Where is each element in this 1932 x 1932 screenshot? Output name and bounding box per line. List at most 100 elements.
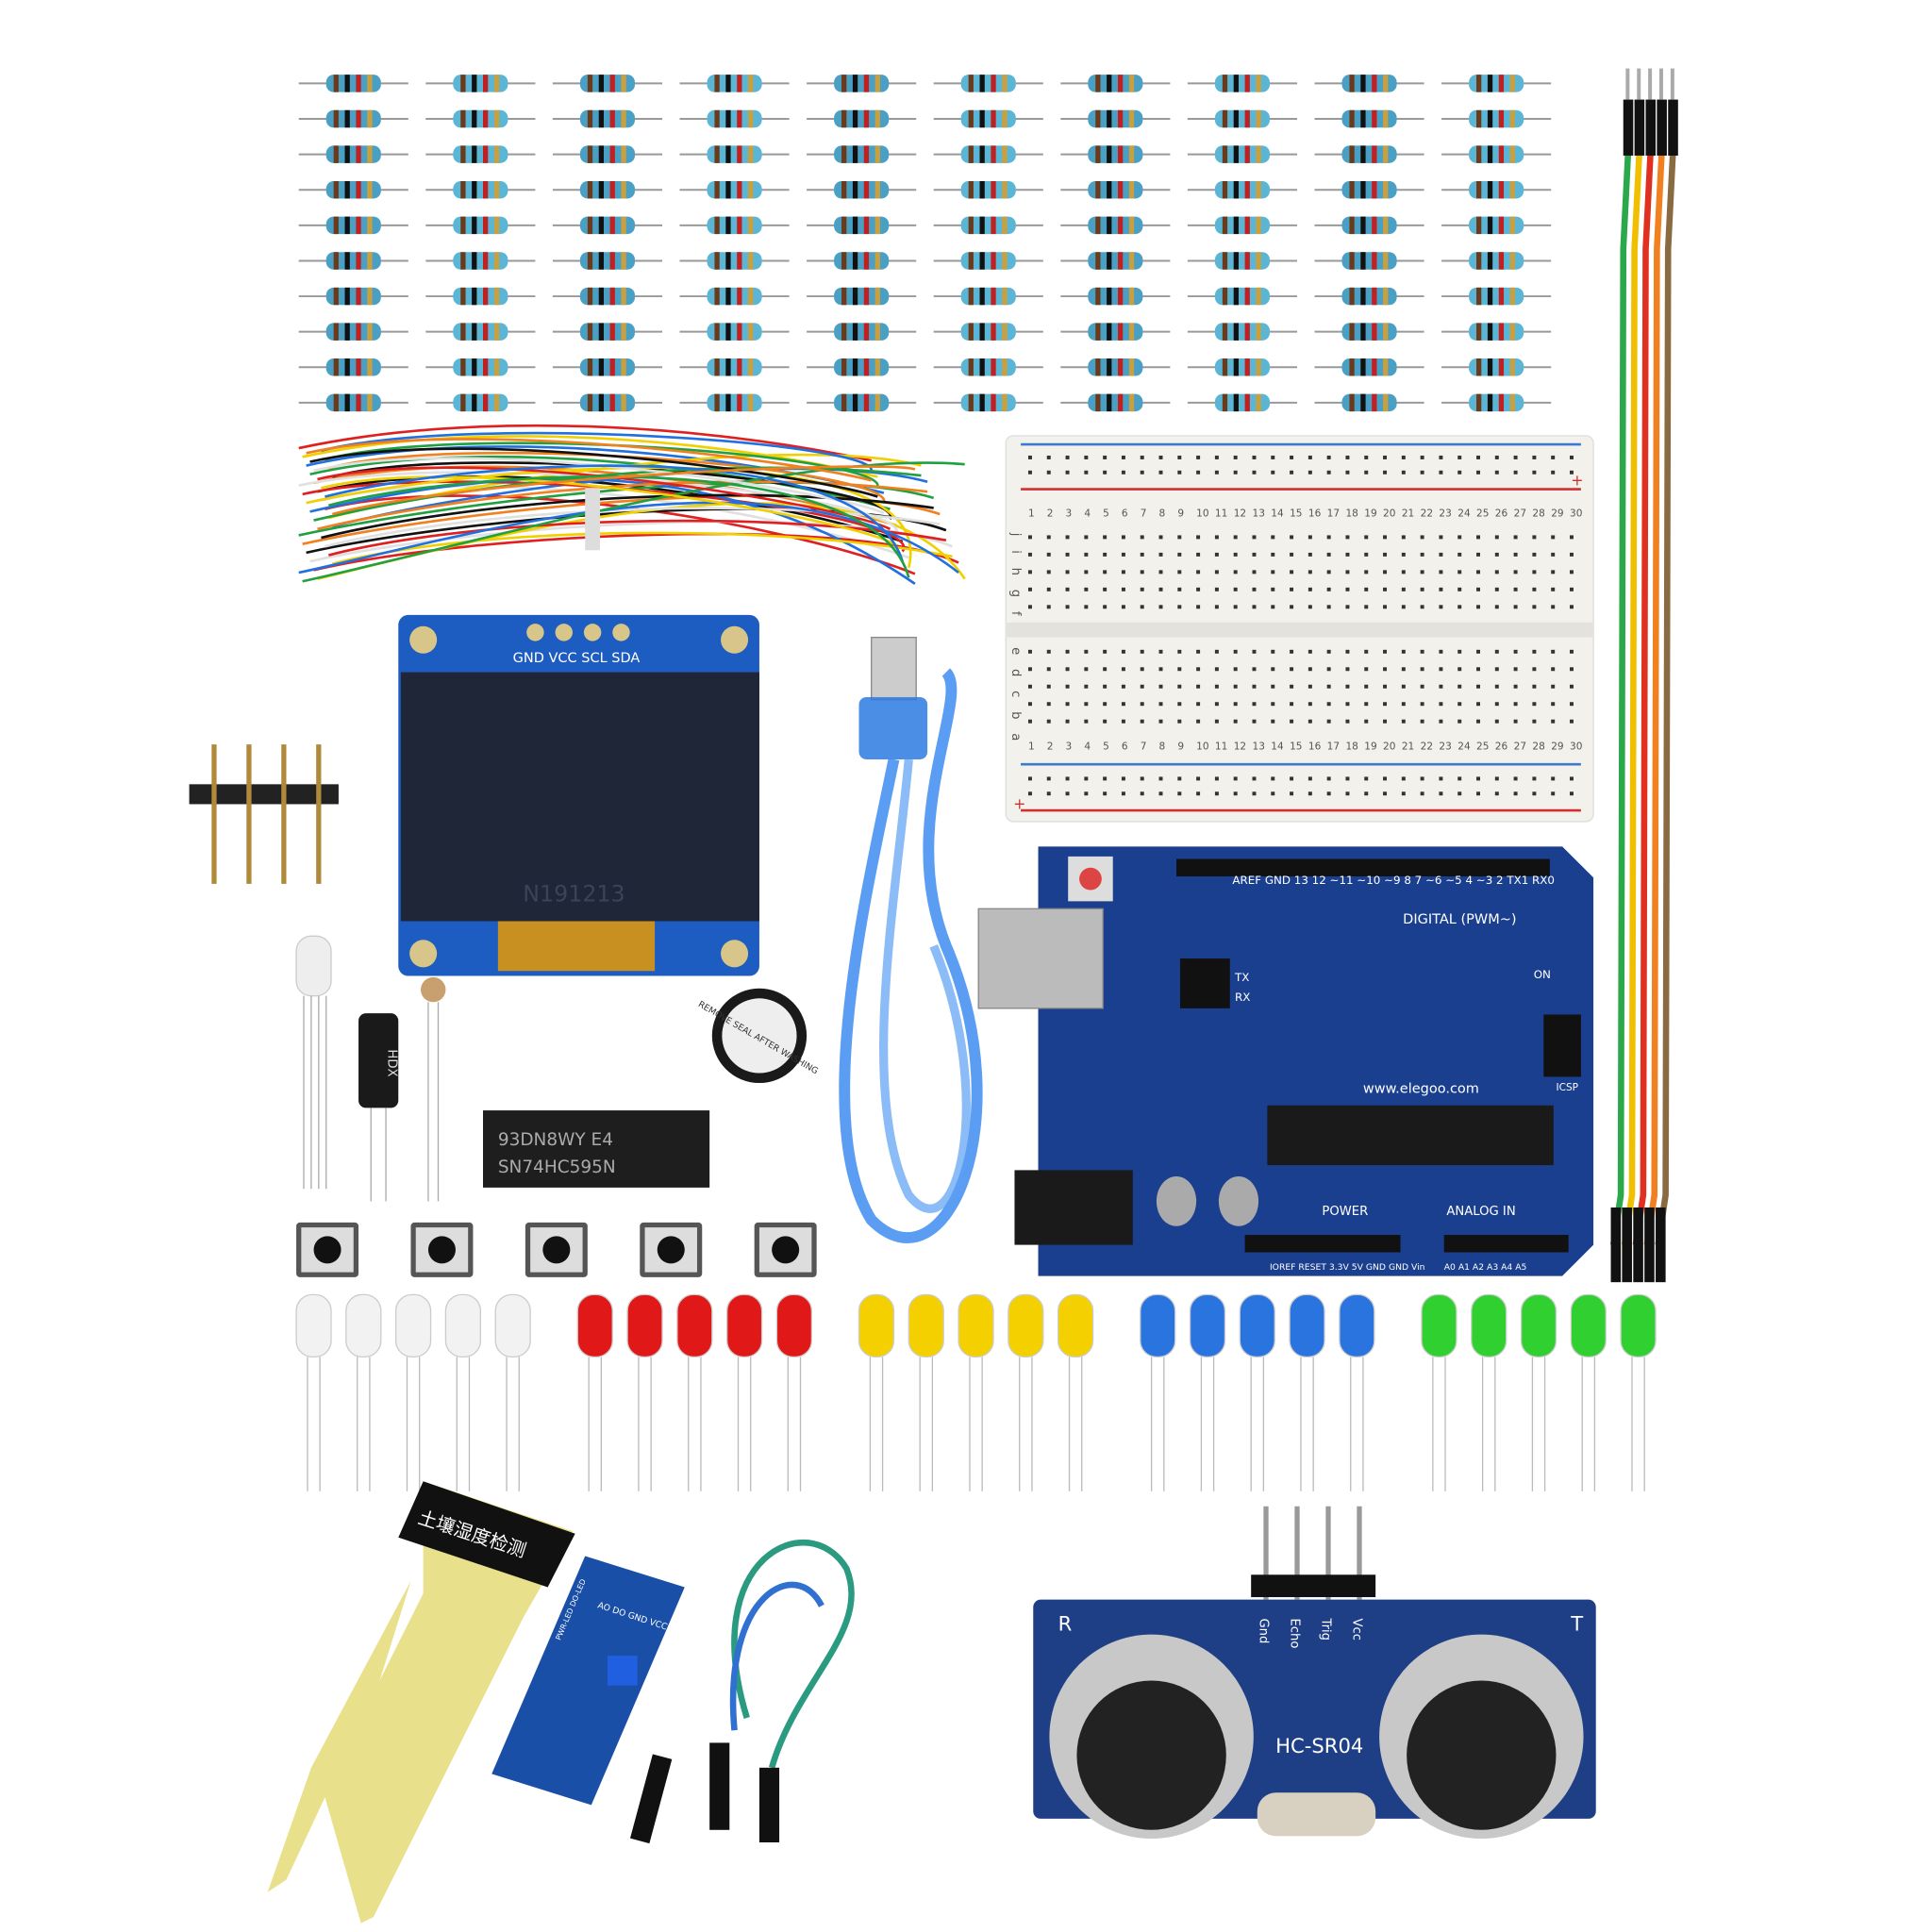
resistor: [298, 145, 408, 163]
column-number: 30: [1570, 741, 1583, 752]
resistor: [933, 216, 1043, 235]
resistor: [298, 252, 408, 270]
soil-moisture-probe: 土壤湿度检测: [267, 1481, 575, 1924]
column-number: 27: [1514, 508, 1526, 520]
buzzer: REMOVE SEAL AFTER WASHING: [696, 988, 820, 1084]
resistor: [807, 109, 917, 128]
dupont-wire: [1643, 149, 1665, 1246]
shift-register-ic: 93DN8WY E4 SN74HC595N: [483, 1110, 710, 1188]
resistor: [552, 75, 663, 92]
dupont-wire: [1632, 149, 1655, 1246]
column-number: 22: [1421, 508, 1433, 520]
column-number: 3: [1066, 508, 1073, 520]
column-number: 20: [1383, 741, 1396, 752]
resistor: [807, 323, 917, 341]
column-number: 15: [1290, 741, 1302, 752]
jumper-wire: [331, 465, 916, 516]
resistor: [1314, 216, 1424, 235]
resistor: [425, 181, 536, 199]
board-url: www.elegoo.com: [1363, 1082, 1479, 1097]
resistor: [807, 181, 917, 199]
resistor: [679, 75, 790, 92]
resistor: [552, 323, 663, 341]
plus-rail-label-bottom: +: [1013, 795, 1025, 813]
resistor: [1314, 323, 1424, 341]
resistor: [552, 109, 663, 128]
column-number: 20: [1383, 508, 1396, 520]
dupont-wire: [1655, 149, 1676, 1246]
jumper-wire: [321, 485, 909, 559]
resistor: [1060, 287, 1171, 306]
resistor: [298, 216, 408, 235]
column-number: 1: [1028, 741, 1035, 752]
rgb-led: [295, 935, 332, 1190]
led: [1057, 1293, 1094, 1491]
resistor: [1060, 75, 1171, 92]
pin-label-vcc: Vcc: [1349, 1618, 1363, 1641]
resistor: [807, 216, 917, 235]
led: [494, 1293, 531, 1491]
analog-label: ANALOG IN: [1446, 1205, 1515, 1219]
led: [444, 1293, 482, 1491]
jumper-wire: [328, 475, 910, 578]
column-number: 27: [1514, 741, 1526, 752]
resistor: [425, 252, 536, 270]
column-number: 23: [1439, 508, 1451, 520]
column-number: 16: [1308, 508, 1322, 520]
resistor: [1441, 216, 1552, 235]
column-number: 15: [1290, 508, 1302, 520]
column-number: 2: [1047, 508, 1054, 520]
column-number: 13: [1253, 741, 1265, 752]
analog-pin-labels: A0 A1 A2 A3 A4 A5: [1444, 1262, 1527, 1273]
resistor: [1187, 181, 1298, 199]
resistor: [298, 287, 408, 306]
resistor: [807, 145, 917, 163]
jumper-wire: [298, 501, 959, 575]
resistor: [933, 358, 1043, 376]
jumper-wire-bundle: [298, 424, 966, 585]
resistor: [552, 287, 663, 306]
led: [1140, 1293, 1176, 1491]
column-number: 1: [1028, 508, 1035, 520]
column-number: 29: [1551, 741, 1563, 752]
resistor: [807, 75, 917, 92]
resistor: [1314, 181, 1424, 199]
column-number: 6: [1122, 741, 1128, 752]
column-number: 11: [1215, 741, 1227, 752]
led-array: [295, 1293, 1657, 1491]
column-number: 26: [1495, 508, 1508, 520]
dupont-wires-short: [629, 1540, 855, 1844]
resistor: [807, 287, 917, 306]
led: [775, 1293, 813, 1491]
resistor: [1060, 216, 1171, 235]
resistor: [425, 109, 536, 128]
electrolytic-capacitor: HDX: [358, 1013, 399, 1202]
push-buttons: [296, 1222, 817, 1277]
led: [725, 1293, 763, 1491]
tactile-button: [754, 1222, 817, 1277]
column-number: 28: [1532, 741, 1544, 752]
led: [958, 1293, 994, 1491]
jumper-wire: [298, 424, 872, 462]
resistor: [1187, 109, 1298, 128]
column-number: 21: [1402, 741, 1414, 752]
resistor: [679, 216, 790, 235]
column-number: 25: [1476, 741, 1489, 752]
column-number: 2: [1047, 741, 1054, 752]
resistor: [298, 109, 408, 128]
resistor: [1314, 75, 1424, 92]
dupont-wire: [1609, 149, 1632, 1246]
led: [1570, 1293, 1607, 1491]
jumper-wire: [325, 464, 904, 562]
column-number: 29: [1551, 508, 1563, 520]
jumper-wire: [302, 461, 965, 583]
resistor: [679, 181, 790, 199]
resistor: [1314, 358, 1424, 376]
oled-display-module: GND VCC SCL SDA N191213: [398, 614, 759, 976]
resistor: [298, 75, 408, 92]
resistor-array: [298, 75, 1552, 412]
jumper-wire: [306, 438, 873, 482]
resistor: [1187, 393, 1298, 412]
pin-label-echo: Echo: [1287, 1618, 1301, 1648]
